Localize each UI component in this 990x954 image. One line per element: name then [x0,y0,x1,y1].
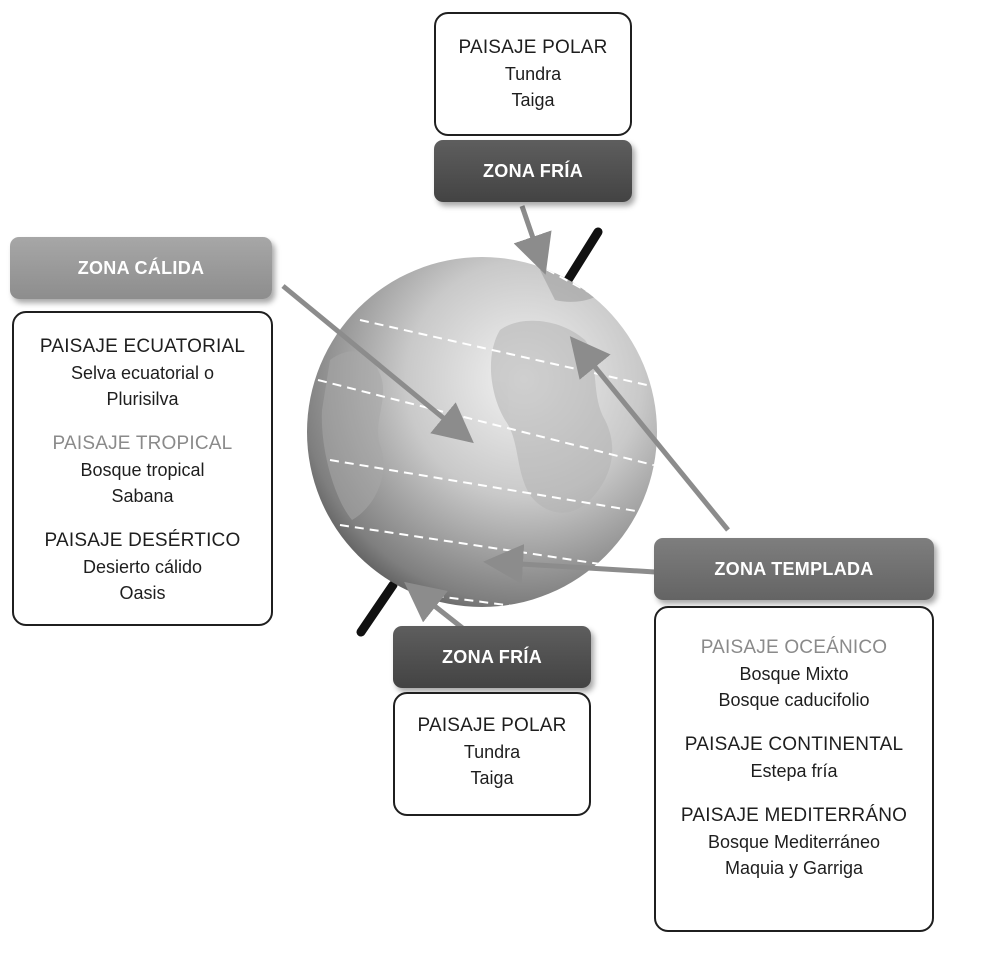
zone-cold-top-text: ZONA FRÍA [482,160,584,181]
mediterranean-item-1: Bosque Mediterráneo [707,832,881,852]
axis-bottom [356,580,398,637]
arrow-bottom-cold [404,581,467,632]
oceanic-heading: PAISAJE OCEÁNICO [700,637,888,658]
desert-item-1: Desierto cálido [82,557,203,577]
arrow-top-cold [513,205,552,275]
bottom-polar-heading: PAISAJE POLAR [417,715,567,736]
axis-top [558,227,603,293]
zone-warm-text: ZONA CÁLIDA [77,257,205,278]
equatorial-item-1: Selva ecuatorial o [70,363,215,383]
temperate-landscapes-box: PAISAJE OCEÁNICO Bosque Mixto Bosque cad… [654,606,934,932]
mediterranean-item-2: Maquia y Garriga [724,858,864,878]
zone-cold-bottom-text: ZONA FRÍA [441,646,543,667]
desert-item-2: Oasis [119,583,166,603]
continental-heading: PAISAJE CONTINENTAL [684,734,904,755]
bottom-polar-box: PAISAJE POLAR Tundra Taiga [393,692,591,816]
zone-temperate-text: ZONA TEMPLADA [714,558,874,579]
zone-cold-top-label: ZONA FRÍA [434,140,632,202]
equatorial-heading: PAISAJE ECUATORIAL [39,336,246,357]
bottom-polar-item-tundra: Tundra [463,742,521,762]
tropical-item-1: Bosque tropical [80,460,205,480]
top-polar-heading: PAISAJE POLAR [458,37,608,58]
arrow-temperate-up [569,336,730,532]
tropical-item-2: Sabana [111,486,174,506]
continental-item-1: Estepa fría [750,761,838,781]
tropical-heading: PAISAJE TROPICAL [52,433,233,454]
top-polar-item-tundra: Tundra [504,64,562,84]
desert-heading: PAISAJE DESÉRTICO [44,530,241,551]
bottom-polar-item-taiga: Taiga [470,768,514,788]
warm-landscapes-box: PAISAJE ECUATORIAL Selva ecuatorial o Pl… [12,311,273,626]
top-polar-item-taiga: Taiga [511,90,555,110]
zone-warm-label: ZONA CÁLIDA [10,237,272,299]
equatorial-item-2: Plurisilva [106,389,179,409]
zone-temperate-label: ZONA TEMPLADA [654,538,934,600]
top-polar-box: PAISAJE POLAR Tundra Taiga [434,12,632,136]
arrow-temperate-left [483,544,656,585]
arrow-warm [281,284,474,444]
mediterranean-heading: PAISAJE MEDITERRÁNO [680,805,908,826]
oceanic-item-1: Bosque Mixto [739,664,849,684]
zone-cold-bottom-label: ZONA FRÍA [393,626,591,688]
oceanic-item-2: Bosque caducifolio [718,690,870,710]
